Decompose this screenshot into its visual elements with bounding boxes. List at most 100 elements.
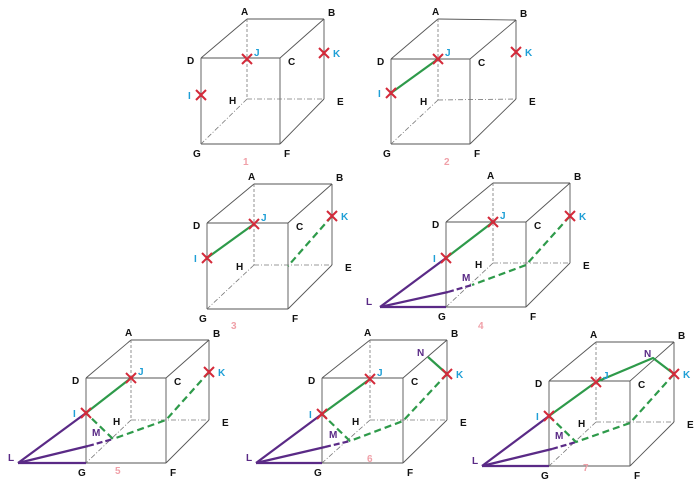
edge-BC xyxy=(279,18,325,59)
vertex-label-H: H xyxy=(420,97,427,108)
edge-BC xyxy=(629,341,675,382)
vertex-label-H: H xyxy=(229,96,236,107)
point-label-K: K xyxy=(333,49,341,60)
vertex-label-H: H xyxy=(475,260,482,271)
point-label-J: J xyxy=(603,371,609,382)
edge-AD xyxy=(548,341,597,382)
vertex-label-E: E xyxy=(222,418,229,429)
edge-BC xyxy=(402,339,448,379)
edge-FE xyxy=(165,419,210,464)
cross-mark-I xyxy=(201,252,213,264)
vertex-label-A: A xyxy=(487,171,494,182)
point-label-K: K xyxy=(218,368,226,379)
point-label-J: J xyxy=(254,48,260,59)
vertex-label-B: B xyxy=(328,8,335,19)
point-label-K: K xyxy=(579,212,587,223)
hidden-edge-HE xyxy=(437,98,517,101)
edge-FE xyxy=(469,98,517,145)
edge-AD xyxy=(206,183,255,224)
vertex-label-C: C xyxy=(411,377,418,388)
section-line-hidden xyxy=(321,373,448,443)
edge-FE xyxy=(287,264,333,310)
section-line xyxy=(548,356,675,417)
section-line-hidden xyxy=(471,215,571,287)
vertex-label-F: F xyxy=(530,312,536,323)
vertex-label-G: G xyxy=(78,468,86,479)
vertex-label-F: F xyxy=(170,468,176,479)
vertex-label-D: D xyxy=(535,379,542,390)
vertex-label-D: D xyxy=(432,220,439,231)
auxiliary-line xyxy=(255,413,323,464)
vertex-label-E: E xyxy=(337,97,344,108)
vertex-label-B: B xyxy=(451,329,458,340)
vertex-label-C: C xyxy=(534,221,541,232)
edge-FE xyxy=(525,262,571,308)
vertex-label-H: H xyxy=(113,417,120,428)
vertex-label-F: F xyxy=(292,314,298,325)
cross-mark-I xyxy=(440,252,452,264)
point-label-I: I xyxy=(433,254,436,265)
edge-FE xyxy=(279,98,325,145)
hidden-edge-HG xyxy=(390,99,439,145)
cross-mark-K xyxy=(510,46,522,58)
vertex-label-G: G xyxy=(541,471,549,482)
auxiliary-line xyxy=(255,445,326,465)
cross-mark-J xyxy=(590,376,602,388)
vertex-label-A: A xyxy=(241,7,248,18)
auxiliary-line xyxy=(379,257,447,308)
cross-mark-K xyxy=(203,366,215,378)
cross-mark-K xyxy=(441,368,453,380)
auxiliary-line-hidden xyxy=(551,440,577,451)
vertex-label-G: G xyxy=(314,468,322,479)
step-number: 7 xyxy=(583,463,589,474)
section-line xyxy=(390,58,439,94)
hidden-edge-HG xyxy=(85,419,132,464)
edge-FE xyxy=(629,421,675,467)
auxiliary-line xyxy=(481,415,550,467)
vertex-label-F: F xyxy=(284,149,290,160)
auxiliary-line xyxy=(17,412,87,464)
edge-AD xyxy=(321,339,371,379)
point-label-J: J xyxy=(500,211,506,222)
vertex-label-A: A xyxy=(125,328,132,339)
edge-AD xyxy=(390,18,439,60)
section-line-hidden xyxy=(85,371,210,441)
point-label-I: I xyxy=(188,91,191,102)
vertex-label-B: B xyxy=(520,9,527,20)
point-label-I: I xyxy=(194,254,197,265)
auxiliary-line xyxy=(379,290,449,309)
vertex-label-E: E xyxy=(687,420,694,431)
vertex-label-H: H xyxy=(352,417,359,428)
edge-AB xyxy=(437,18,517,21)
point-label-J: J xyxy=(377,368,383,379)
cross-mark-K xyxy=(326,210,338,222)
step-number: 2 xyxy=(444,157,450,168)
cross-mark-K xyxy=(564,210,576,222)
vertex-label-C: C xyxy=(296,222,303,233)
auxiliary-line xyxy=(17,444,89,465)
vertex-label-F: F xyxy=(407,468,413,479)
vertex-label-D: D xyxy=(187,56,194,67)
vertex-label-C: C xyxy=(478,58,485,69)
vertex-label-E: E xyxy=(345,263,352,274)
point-label-M: M xyxy=(462,273,470,284)
auxiliary-line xyxy=(481,447,553,468)
cross-mark-J xyxy=(487,216,499,228)
cross-mark-I xyxy=(195,89,207,101)
vertex-label-D: D xyxy=(72,376,79,387)
vertex-label-D: D xyxy=(308,376,315,387)
point-label-L: L xyxy=(472,456,478,467)
vertex-label-H: H xyxy=(578,419,585,430)
vertex-label-C: C xyxy=(638,380,645,391)
hidden-edge-HG xyxy=(200,98,248,145)
point-label-I: I xyxy=(378,89,381,100)
vertex-label-F: F xyxy=(474,149,480,160)
cross-mark-I xyxy=(385,87,397,99)
step-number: 6 xyxy=(367,454,373,465)
vertex-label-G: G xyxy=(193,149,201,160)
vertex-label-H: H xyxy=(236,262,243,273)
